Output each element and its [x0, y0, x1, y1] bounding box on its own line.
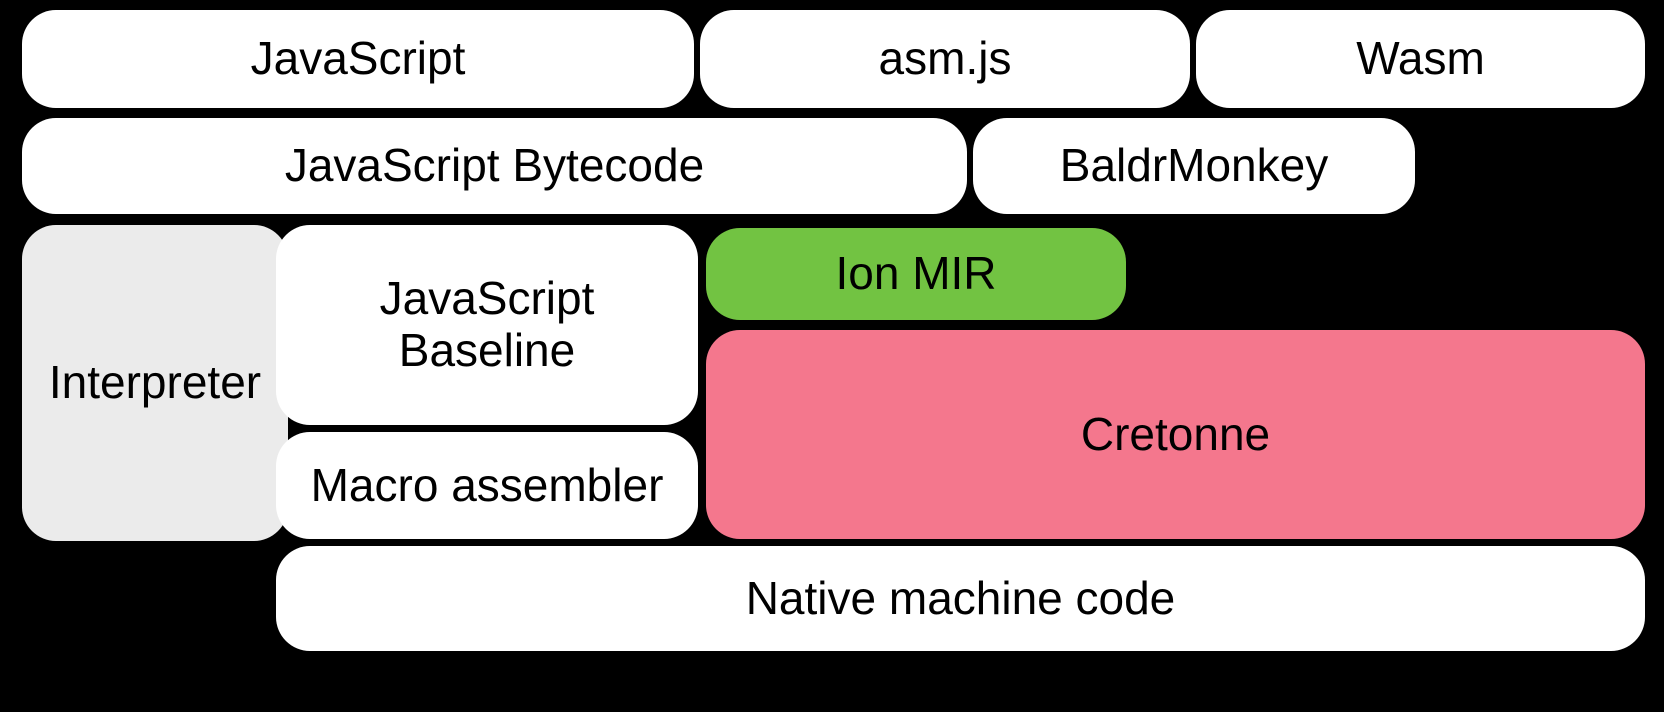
- box-interpreter[interactable]: Interpreter: [22, 225, 288, 541]
- box-javascript[interactable]: JavaScript: [22, 10, 694, 108]
- box-baldrmonkey[interactable]: BaldrMonkey: [973, 118, 1415, 214]
- box-native-machine-code[interactable]: Native machine code: [276, 546, 1645, 651]
- box-javascript-bytecode[interactable]: JavaScript Bytecode: [22, 118, 967, 214]
- box-cretonne[interactable]: Cretonne: [706, 330, 1645, 539]
- box-ion-mir[interactable]: Ion MIR: [706, 228, 1126, 320]
- box-macro-assembler[interactable]: Macro assembler: [276, 432, 698, 539]
- box-asmjs[interactable]: asm.js: [700, 10, 1190, 108]
- box-wasm[interactable]: Wasm: [1196, 10, 1645, 108]
- box-javascript-baseline[interactable]: JavaScript Baseline: [276, 225, 698, 425]
